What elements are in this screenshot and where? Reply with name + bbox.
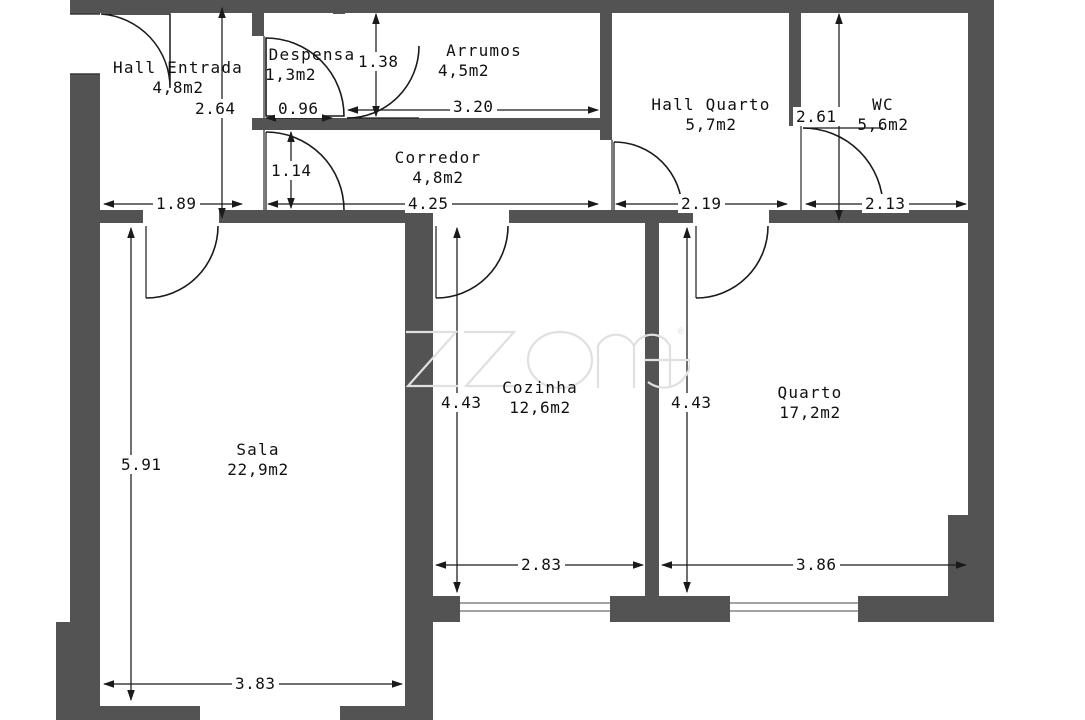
opening-door-wc <box>789 126 801 210</box>
dimension-label-cozinha-width: 2.83 <box>518 555 565 574</box>
opening-door-sala <box>143 210 219 223</box>
room-label-despensa: Despensa 1,3m2 <box>257 45 367 84</box>
room-name: Corredor <box>394 148 482 167</box>
dimension-label-sala-height: 5.91 <box>118 455 165 474</box>
door-swing-despensa <box>265 37 345 117</box>
opening-door-hallquarto <box>600 140 612 210</box>
room-name: Hall Entrada <box>113 58 243 77</box>
window-cozinha <box>460 596 610 622</box>
room-name: Arrumos <box>446 41 522 60</box>
door-swing-quarto <box>695 225 769 299</box>
room-name: WC <box>872 95 894 114</box>
door-swing-entrada <box>100 13 171 89</box>
room-label-cozinha: Cozinha 12,6m2 <box>480 378 600 417</box>
opening-door-despensa <box>252 36 264 118</box>
room-label-hall-entrada: Hall Entrada 4,8m2 <box>108 58 248 97</box>
room-name: Cozinha <box>502 378 578 397</box>
window-sala <box>200 706 340 720</box>
dimension-label-arrumos-width: 3.20 <box>450 97 497 116</box>
room-area: 5,7m2 <box>685 114 737 134</box>
wall-despensa-bottom <box>252 118 345 130</box>
dimension-label-corredor-left: 1.14 <box>268 161 315 180</box>
room-area: 17,2m2 <box>779 402 841 422</box>
dimension-label-despensa-width: 0.96 <box>275 99 322 118</box>
dimension-label-corredor-width: 4.25 <box>405 194 452 213</box>
room-label-wc: WC 5,6m2 <box>838 95 928 134</box>
dimension-label-hall-quarto-width: 2.19 <box>678 194 725 213</box>
wall-exterior-top <box>70 0 980 13</box>
dimension-label-quarto-height: 4.43 <box>668 393 715 412</box>
windows-layer <box>70 13 858 720</box>
window-quarto <box>730 596 858 622</box>
wall-cozinha-quarto <box>645 222 659 610</box>
dimension-label-wc-height: 2.61 <box>793 107 840 126</box>
door-swing-corredor-left <box>265 131 345 211</box>
room-name: Quarto <box>777 383 843 402</box>
wall-arrumos-bottom <box>333 118 612 130</box>
room-area: 5,6m2 <box>857 114 909 134</box>
opening-door-quarto <box>693 210 769 223</box>
dimension-label-despensa-height: 1.38 <box>355 52 402 71</box>
room-area: 4,8m2 <box>412 167 464 187</box>
door-swing-arrumos <box>346 45 420 119</box>
dimension-label-quarto-width: 3.86 <box>793 555 840 574</box>
door-swing-wc <box>802 127 884 209</box>
room-area: 1,3m2 <box>265 64 317 84</box>
room-area: 4,8m2 <box>152 77 204 97</box>
room-label-sala: Sala 22,9m2 <box>198 440 318 479</box>
door-swing-cozinha <box>435 225 509 299</box>
opening-door-arrumos <box>333 14 345 118</box>
wall-exterior-left-jog <box>56 622 100 720</box>
door-swing-hallquarto <box>613 141 683 211</box>
opening-entrance-door <box>70 14 100 74</box>
dimension-label-hall-entrada-width: 1.89 <box>153 194 200 213</box>
room-label-corredor: Corredor 4,8m2 <box>373 148 503 187</box>
room-label-arrumos: Arrumos 4,5m2 <box>424 41 544 80</box>
dimension-label-cozinha-height: 4.43 <box>438 393 485 412</box>
door-swing-sala <box>145 225 219 299</box>
room-name: Hall Quarto <box>651 95 771 114</box>
room-label-quarto: Quarto 17,2m2 <box>750 383 870 422</box>
room-area: 4,5m2 <box>438 60 490 80</box>
door-swings-layer <box>100 13 884 299</box>
room-name: Despensa <box>268 45 356 64</box>
dimension-label-hall-entrada-height: 2.64 <box>192 99 239 118</box>
wall-exterior-right-upper <box>968 0 994 515</box>
room-name: Sala <box>236 440 280 459</box>
room-label-hall-quarto: Hall Quarto 5,7m2 <box>636 95 786 134</box>
dimension-label-wc-width: 2.13 <box>862 194 909 213</box>
room-area: 22,9m2 <box>227 459 289 479</box>
room-area: 12,6m2 <box>509 397 571 417</box>
wall-sala-cozinha <box>405 222 433 720</box>
opening-door-cozinha <box>433 210 509 223</box>
wall-exterior-left-lower <box>70 222 100 622</box>
opening-door-corredor-left <box>252 130 264 210</box>
dimension-label-sala-width: 3.83 <box>232 674 279 693</box>
